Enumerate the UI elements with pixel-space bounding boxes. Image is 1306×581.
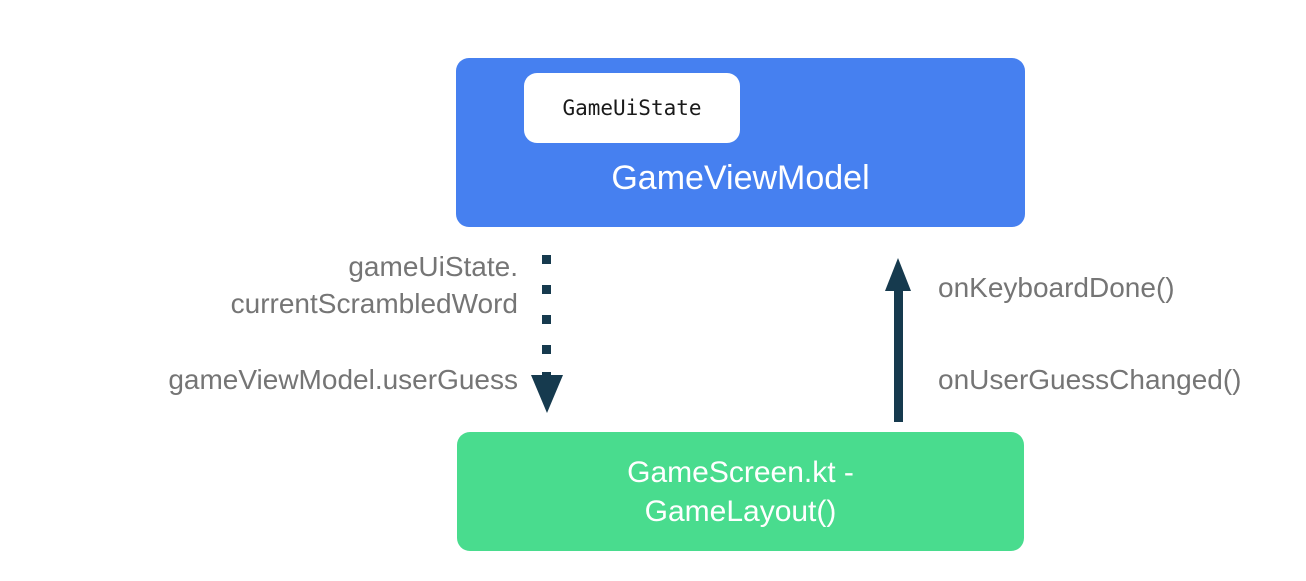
viewmodel-box: GameUiState GameViewModel xyxy=(456,58,1025,227)
game-screen-line-2: GameLayout() xyxy=(644,494,837,528)
dot-segment xyxy=(542,255,551,264)
dot-segment xyxy=(542,285,551,294)
game-screen-box: GameScreen.kt - GameLayout() xyxy=(457,432,1024,551)
arrow-shaft xyxy=(894,287,903,422)
dot-segment xyxy=(542,315,551,324)
edge-label-user-guess: gameViewModel.userGuess xyxy=(168,364,518,395)
edge-label-on-keyboard-done: onKeyboardDone() xyxy=(938,272,1175,303)
arrowhead-up-icon xyxy=(885,258,911,291)
arrowhead-down-icon xyxy=(531,375,563,413)
game-ui-state-label: GameUiState xyxy=(562,96,702,120)
game-ui-state-chip: GameUiState xyxy=(524,73,740,143)
edge-label-on-user-guess-changed: onUserGuessChanged() xyxy=(938,364,1242,395)
game-screen-line-1: GameScreen.kt - xyxy=(627,455,854,489)
event-flow-solid-arrow-up xyxy=(880,258,916,422)
dot-segment xyxy=(542,345,551,354)
state-flow-dotted-arrow-down xyxy=(528,248,568,416)
edge-label-current-scrambled-word: gameUiState. currentScrambledWord xyxy=(230,251,518,319)
viewmodel-title: GameViewModel xyxy=(611,159,870,197)
